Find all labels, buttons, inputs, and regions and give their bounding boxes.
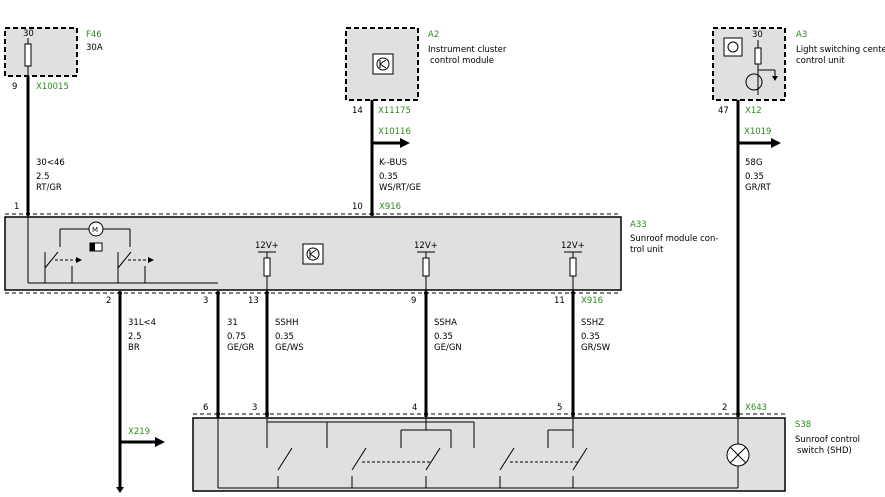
connector-x10015: X10015 xyxy=(36,82,69,92)
supply-label-1: 12V+ xyxy=(255,241,279,251)
connector-x1019: X1019 xyxy=(744,127,771,137)
supply-label-2: 12V+ xyxy=(414,241,438,251)
connector-x10116: X10116 xyxy=(378,127,411,137)
a3-pin: 30 xyxy=(752,30,763,40)
splice-points xyxy=(26,212,740,416)
s38-pin-2: 2 xyxy=(722,403,727,413)
a2-name-1: Instrument cluster xyxy=(428,45,507,55)
arrow-icon xyxy=(771,138,781,148)
a33-pin-9: 9 xyxy=(411,296,416,306)
connector-x12: X12 xyxy=(745,106,762,116)
wire3-signal: 31 xyxy=(227,318,238,328)
supply-label-3: 12V+ xyxy=(561,241,585,251)
a33-pin-2: 2 xyxy=(106,296,111,306)
a33-name-1: Sunroof module con- xyxy=(630,234,718,244)
connector-x916-lower: X916 xyxy=(581,296,603,306)
wire58-color: GR/RT xyxy=(745,183,772,193)
f46-out-pin: 9 xyxy=(12,82,17,92)
wire1-size: 2.5 xyxy=(36,172,50,182)
module-a2: A2 Instrument cluster control module xyxy=(345,27,507,101)
transistor-icon xyxy=(372,53,394,75)
wire2-color: BR xyxy=(128,343,140,353)
resistor-icon xyxy=(754,47,762,65)
s38-pin-4: 4 xyxy=(412,403,417,413)
transistor-symbol xyxy=(745,73,763,91)
a2-name-2: control module xyxy=(430,56,494,66)
a33-pin-10: 10 xyxy=(352,202,363,212)
connector-x219: X219 xyxy=(128,427,150,437)
wire9-color: GE/GN xyxy=(434,343,462,353)
wire10-size: 0.35 xyxy=(379,172,398,182)
fuse-f46: 30 30A F46 xyxy=(4,27,103,77)
wire13-size: 0.35 xyxy=(275,332,294,342)
fuse-ref: F46 xyxy=(86,30,102,40)
a33-name-2: trol unit xyxy=(630,245,664,255)
module-a3: 30 A3 Light switching center control uni… xyxy=(712,27,885,101)
arrow-icon xyxy=(155,437,165,447)
wire13-signal: SSHH xyxy=(275,318,299,328)
motor-label: M xyxy=(92,226,98,234)
switch-s38: S38 Sunroof control switch (SHD) xyxy=(192,413,860,492)
a2-ref: A2 xyxy=(428,30,439,40)
wire2-size: 2.5 xyxy=(128,332,142,342)
wire9-signal: SSHA xyxy=(434,318,457,328)
wire13-color: GE/WS xyxy=(275,343,304,353)
a33-pin-3: 3 xyxy=(203,296,208,306)
transistor-icon xyxy=(302,243,324,265)
module-a33: M 12V+ 12V+ 12V+ A33 Sunroof xyxy=(4,213,718,294)
wire3-size: 0.75 xyxy=(227,332,246,342)
connector-x11175: X11175 xyxy=(378,106,411,116)
arrow-icon xyxy=(400,138,410,148)
s38-pin-5: 5 xyxy=(557,403,562,413)
a33-pin-11: 11 xyxy=(554,296,565,306)
resistor-icon xyxy=(422,257,430,277)
connector-x916: X916 xyxy=(379,202,401,212)
s38-name-1: Sunroof control xyxy=(795,435,860,445)
wire58-size: 0.35 xyxy=(745,172,764,182)
resistor-icon xyxy=(569,257,577,277)
wire11-size: 0.35 xyxy=(581,332,600,342)
fuse-rating: 30A xyxy=(86,43,103,53)
wire1-color: RT/GR xyxy=(36,183,62,193)
resistor-icon xyxy=(263,257,271,277)
transistor-icon xyxy=(723,37,743,57)
wire58-signal: 58G xyxy=(745,158,762,168)
fuse-icon xyxy=(24,43,32,67)
a33-pin-13: 13 xyxy=(248,296,259,306)
wire3-color: GE/GR xyxy=(227,343,254,353)
a3-out-pin: 47 xyxy=(718,106,729,116)
wire11-color: GR/SW xyxy=(581,343,611,353)
wire9-size: 0.35 xyxy=(434,332,453,342)
wire2-signal: 31L<4 xyxy=(128,318,156,328)
a33-ref: A33 xyxy=(630,220,647,230)
wire10-color: WS/RT/GE xyxy=(379,183,421,193)
s38-ref: S38 xyxy=(795,420,811,430)
a3-name-2: control unit xyxy=(796,56,845,66)
ground-arrow-icon xyxy=(116,487,124,493)
wire1-signal: 30<46 xyxy=(36,158,65,168)
a3-ref: A3 xyxy=(796,30,807,40)
wire10-signal: K--BUS xyxy=(379,158,407,168)
a3-name-1: Light switching center xyxy=(796,45,885,55)
s38-pin-6: 6 xyxy=(203,403,208,413)
s38-name-2: switch (SHD) xyxy=(797,446,852,456)
s38-pin-3: 3 xyxy=(252,403,257,413)
a2-pin: 14 xyxy=(352,106,363,116)
wire11-signal: SSHZ xyxy=(581,318,604,328)
motor-icon xyxy=(88,221,104,237)
a33-pin-1: 1 xyxy=(14,202,19,212)
connector-x643: X643 xyxy=(745,403,767,413)
fuse-pin-label: 30 xyxy=(23,29,34,39)
